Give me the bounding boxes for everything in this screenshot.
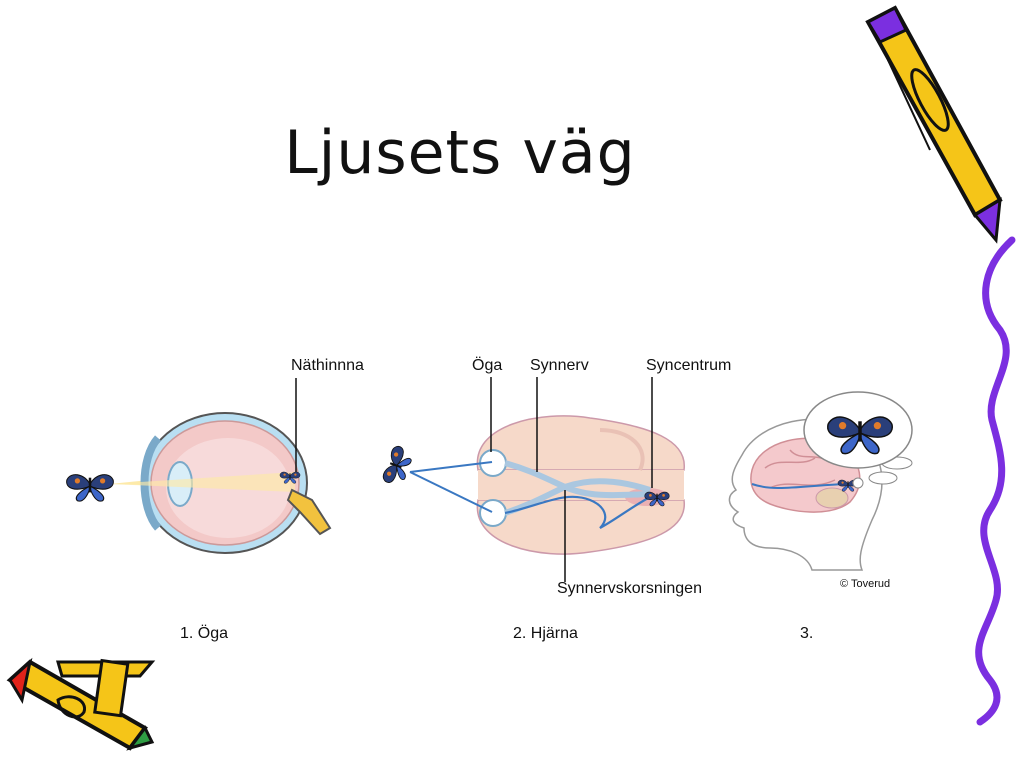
label-retina: Näthinnna <box>291 357 364 374</box>
copyright-text: © Toverud <box>840 578 891 590</box>
label-visual-center: Syncentrum <box>646 357 732 374</box>
eye-cross-section <box>110 378 332 554</box>
pencil-icon <box>6 657 156 751</box>
wavy-border-line <box>975 236 1016 726</box>
butterfly-icon <box>380 444 415 488</box>
caption-panel-1: 1. Öga <box>180 625 229 642</box>
head-profile <box>728 391 913 571</box>
caption-panel-3: 3. <box>800 625 814 642</box>
brain-top-view <box>409 377 685 582</box>
label-optic-chiasm: Synnervskorsningen <box>557 580 702 597</box>
butterfly-icon <box>66 474 114 502</box>
pencil-icon <box>865 5 1003 244</box>
slide-title: Ljusets väg <box>284 118 636 188</box>
caption-panel-2: 2. Hjärna <box>513 625 578 642</box>
label-optic-nerve: Synnerv <box>530 357 589 374</box>
label-eye: Öga <box>472 357 503 374</box>
